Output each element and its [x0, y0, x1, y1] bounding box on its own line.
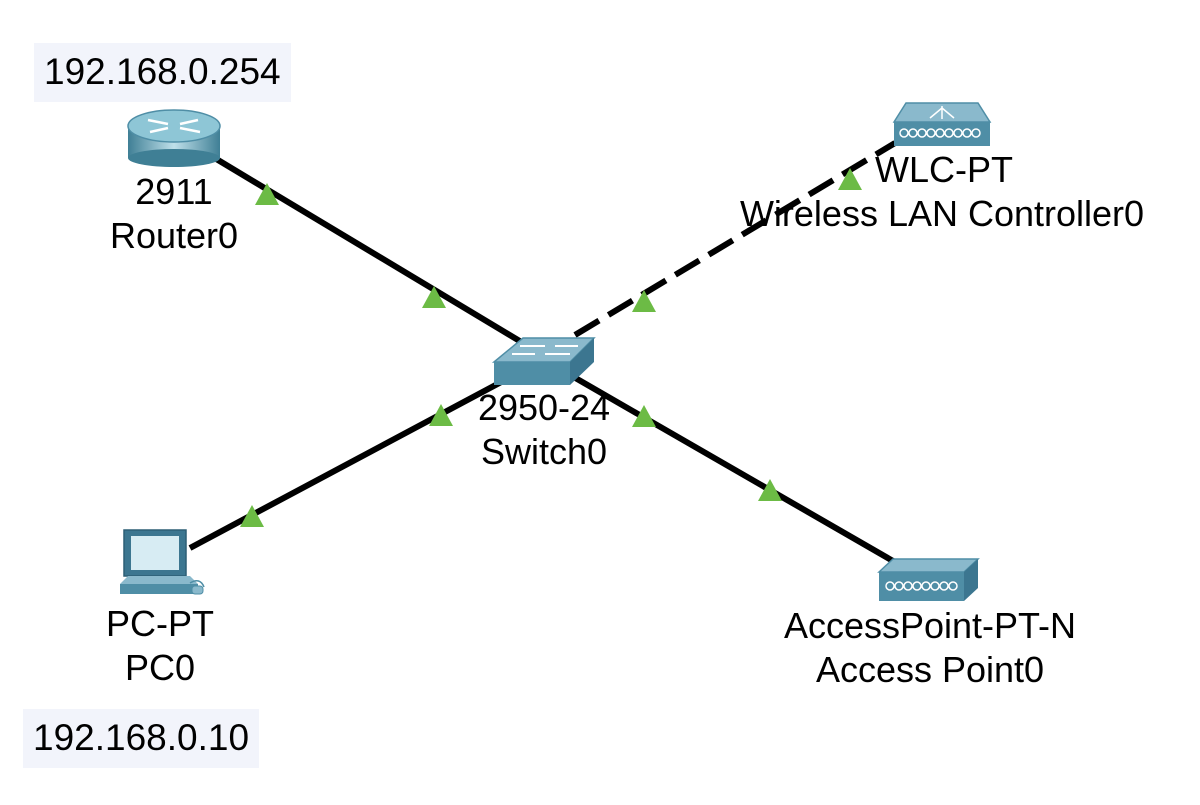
link-ap-switch[interactable]	[563, 369, 902, 568]
router-device[interactable]	[127, 109, 221, 167]
ap-name-label: Access Point0	[815, 649, 1045, 690]
link-status-up-icon	[838, 168, 862, 190]
ap-model-label: AccessPoint-PT-N	[783, 605, 1077, 646]
link-router-switch[interactable]	[211, 154, 550, 361]
router-icon	[127, 109, 221, 167]
link-wlc-switch[interactable]	[573, 140, 897, 338]
link-status-up-icon	[240, 505, 264, 527]
link-status-up-icon	[758, 479, 782, 501]
switch-icon	[491, 337, 596, 385]
switch-name-label: Switch0	[480, 431, 608, 472]
pc-name-label: PC0	[124, 647, 196, 688]
pc-icon	[120, 529, 205, 595]
router-name-label: Router0	[109, 215, 239, 256]
wlc-model-label: WLC-PT	[875, 149, 1013, 190]
link-status-up-icon	[632, 405, 656, 427]
switch-model-label: 2950-24	[477, 387, 611, 428]
wlc-name-label: Wireless LAN Controller0	[739, 193, 1145, 234]
pc-ip-note[interactable]: 192.168.0.10	[23, 709, 260, 768]
pc-device[interactable]	[120, 529, 205, 595]
link-status-up-icon	[429, 404, 453, 426]
link-status-up-icon	[422, 286, 446, 308]
switch-device[interactable]	[491, 337, 596, 385]
pc-model-label: PC-PT	[106, 603, 214, 644]
router-model-label: 2911	[135, 171, 213, 212]
wireless-lan-controller-icon	[892, 102, 992, 146]
link-status-up-icon	[632, 290, 656, 312]
router-ip-note[interactable]: 192.168.0.254	[34, 43, 291, 102]
wlc-device[interactable]	[892, 102, 992, 146]
access-point-icon	[877, 558, 980, 601]
access-point-device[interactable]	[877, 558, 980, 601]
link-status-up-icon	[255, 183, 279, 205]
link-pc-switch[interactable]	[188, 369, 522, 551]
